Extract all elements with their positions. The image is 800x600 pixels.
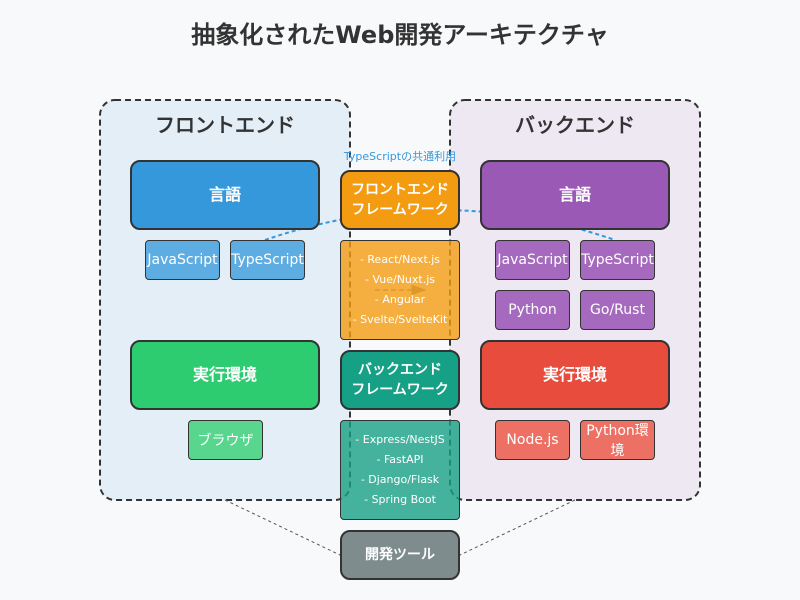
backend-runtime-python-env: Python環境 <box>580 420 655 460</box>
frontend-framework-item: - Vue/Nuxt.js <box>365 273 435 286</box>
backend-framework-box: バックエンド フレームワーク <box>340 350 460 410</box>
backend-runtime-box: 実行環境 <box>480 340 670 410</box>
page-title: 抽象化されたWeb開発アーキテクチャ <box>191 20 609 49</box>
frontend-language-box: 言語 <box>130 160 320 230</box>
backend-framework-title-line-2: フレームワーク <box>351 382 449 398</box>
backend-framework-item: - Express/NestJS <box>355 433 445 446</box>
frontend-language-javascript: JavaScript <box>145 240 220 280</box>
frontend-runtime-browser: ブラウザ <box>188 420 263 460</box>
frontend-runtime-box: 実行環境 <box>130 340 320 410</box>
backend-language-typescript: TypeScript <box>580 240 655 280</box>
typescript-shared-note: TypeScriptの共通利用 <box>343 150 457 163</box>
backend-runtime-nodejs: Node.js <box>495 420 570 460</box>
dev-tools-box: 開発ツール <box>340 530 460 580</box>
backend-framework-item: - Spring Boot <box>364 493 436 506</box>
frontend-devtools-connector <box>224 499 341 556</box>
frontend-framework-title-line-1: フロントエンド <box>351 181 449 198</box>
frontend-language-typescript: TypeScript <box>230 240 305 280</box>
backend-framework-list: - Express/NestJS - FastAPI - Django/Flas… <box>340 420 460 520</box>
backend-devtools-connector <box>459 499 576 556</box>
backend-language-go-rust: Go/Rust <box>580 290 655 330</box>
frontend-panel-label: フロントエンド <box>155 112 295 137</box>
frontend-framework-item: - React/Next.js <box>359 253 441 266</box>
frontend-framework-item: - Angular <box>374 293 426 306</box>
backend-language-box: 言語 <box>480 160 670 230</box>
backend-panel-label: バックエンド <box>515 112 635 137</box>
frontend-framework-box: フロントエンド フレームワーク <box>340 170 460 230</box>
frontend-framework-list: - React/Next.js - Vue/Nuxt.js - Angular … <box>340 240 460 340</box>
backend-framework-item: - FastAPI <box>376 453 424 466</box>
backend-language-python: Python <box>495 290 570 330</box>
backend-language-javascript: JavaScript <box>495 240 570 280</box>
backend-framework-item: - Django/Flask <box>360 473 440 486</box>
backend-framework-title-line-1: バックエンド <box>358 361 442 378</box>
frontend-framework-item: - Svelte/SvelteKit <box>352 313 448 326</box>
frontend-framework-title-line-2: フレームワーク <box>351 202 449 218</box>
